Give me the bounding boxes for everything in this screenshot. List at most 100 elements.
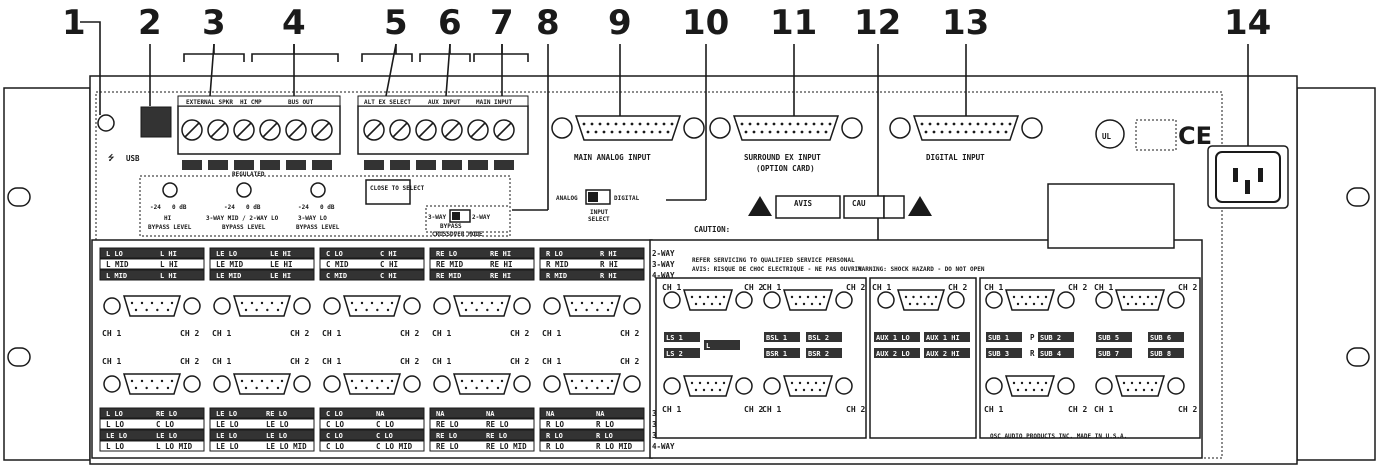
channel-label-row: [539, 269, 645, 281]
db9-connector[interactable]: [682, 289, 734, 311]
mid-bypass-knob[interactable]: [236, 182, 252, 198]
aux-label: SUB 4: [1040, 350, 1061, 358]
aux-label: LS 1: [666, 334, 683, 342]
connector-pin: [380, 301, 384, 305]
hi-bypass-knob[interactable]: [162, 182, 178, 198]
connector-pin: [1138, 295, 1142, 299]
channel-label: RE MID: [436, 260, 464, 269]
connector-pin: [170, 379, 174, 383]
ch1-label: CH 1: [212, 329, 231, 338]
connector-pin: [390, 301, 394, 305]
channel-label: LE LO: [156, 432, 177, 440]
connector-pin: [276, 386, 280, 390]
connector-pin: [748, 122, 752, 126]
aux-label: P: [1030, 333, 1035, 342]
aux-label-tab: [986, 332, 1022, 342]
screw-icon: [323, 375, 341, 393]
connector-pin: [810, 388, 814, 392]
connector-pin: [386, 308, 390, 312]
connector-shell[interactable]: [574, 115, 682, 141]
left-rack-ear: [3, 87, 91, 461]
db9-connector[interactable]: [1114, 375, 1166, 397]
aux-label: SUB 5: [1098, 334, 1119, 342]
db9-connector[interactable]: [682, 375, 734, 397]
connector-pin: [1028, 295, 1032, 299]
connector-shell[interactable]: [732, 115, 840, 141]
db9-connector[interactable]: [232, 295, 292, 317]
connector-pin: [792, 130, 796, 134]
channel-label-row: [99, 269, 205, 281]
compliance-text-block: [1135, 119, 1177, 151]
connector-pin: [586, 130, 590, 134]
channel-label-row: [429, 258, 535, 270]
connector-pin: [260, 379, 264, 383]
connector-pin: [598, 122, 602, 126]
connector-pin: [580, 301, 584, 305]
db9-connector[interactable]: [452, 295, 512, 317]
db9-connector[interactable]: [1114, 289, 1166, 311]
db9-connector[interactable]: [782, 375, 834, 397]
connector-pin: [744, 130, 748, 134]
db9-connector[interactable]: [342, 295, 402, 317]
connector-pin: [980, 130, 984, 134]
digital-label: DIGITAL: [614, 195, 640, 202]
knob-mark: 0 dB: [246, 204, 261, 211]
callout-1: 1: [62, 3, 86, 43]
callout-10: 10: [682, 3, 729, 43]
cau-label: CAU: [852, 199, 866, 208]
db9-connector[interactable]: [896, 289, 946, 311]
connector-pin: [365, 386, 368, 390]
channel-label: RE HI: [490, 260, 513, 269]
channel-label: C LO: [376, 420, 395, 429]
db9-connector[interactable]: [452, 373, 512, 395]
aux-label-tab: [986, 348, 1022, 358]
channel-label: L MID: [106, 260, 129, 269]
channel-label-row: [209, 440, 315, 452]
connector-pin: [930, 302, 934, 306]
close-to-select-jumper[interactable]: [365, 179, 411, 205]
connector-pin: [626, 130, 630, 134]
channel-label: C HI: [380, 272, 397, 280]
ch1-label: CH 1: [762, 283, 781, 292]
connector-pin: [166, 308, 170, 312]
lo-bypass-knob[interactable]: [310, 182, 326, 198]
connector-pin: [360, 379, 364, 383]
channel-label: LE LO: [216, 250, 237, 258]
connector-pin: [360, 301, 364, 305]
terminal-label-tab: [390, 160, 410, 170]
ch2-label: CH 2: [948, 283, 967, 292]
connector-pin: [810, 302, 814, 306]
connector-pin: [370, 379, 374, 383]
channel-label-row: [539, 440, 645, 452]
connector-pin: [984, 122, 988, 126]
db9-connector[interactable]: [122, 373, 182, 395]
channel-label: C LO: [156, 420, 175, 429]
connector-pin: [718, 388, 722, 392]
aux-label: L: [706, 342, 710, 350]
screw-slot: [392, 122, 408, 138]
connector-pin: [602, 130, 606, 134]
channel-label-row: [209, 247, 315, 259]
warning-triangle-icon: [908, 196, 932, 216]
usb-port[interactable]: [140, 106, 172, 138]
db9-connector[interactable]: [1004, 375, 1056, 397]
db9-connector[interactable]: [562, 295, 622, 317]
db9-connector[interactable]: [1004, 289, 1056, 311]
connector-pin: [276, 308, 280, 312]
screw-icon: [663, 291, 681, 309]
connector-pin: [764, 122, 768, 126]
channel-label-row: [319, 440, 425, 452]
knob-mark: -24: [150, 204, 161, 211]
connector-shell[interactable]: [912, 115, 1020, 141]
db9-connector[interactable]: [562, 373, 622, 395]
channel-label-row: [209, 269, 315, 281]
db9-connector[interactable]: [122, 295, 182, 317]
db9-connector[interactable]: [232, 373, 292, 395]
db9-connector[interactable]: [782, 289, 834, 311]
channel-label: LE MID: [216, 272, 241, 280]
ch1-label: CH 1: [984, 283, 1003, 292]
connector-pin: [952, 122, 956, 126]
connector-pin: [150, 301, 154, 305]
main-analog-input-label: MAIN ANALOG INPUT: [574, 153, 651, 162]
db9-connector[interactable]: [342, 373, 402, 395]
